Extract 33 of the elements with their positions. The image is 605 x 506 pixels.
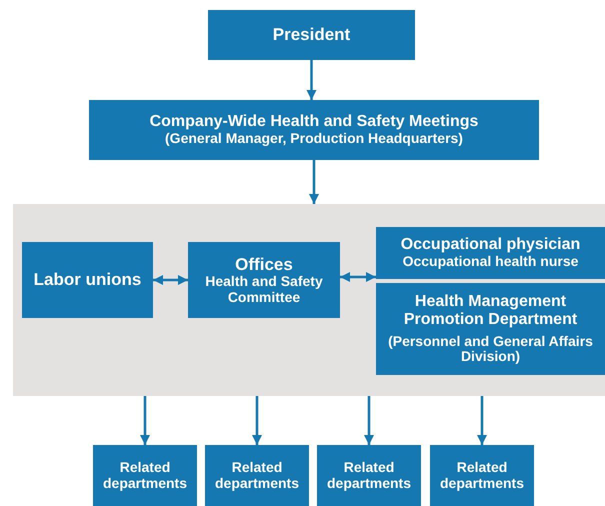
org-box xyxy=(205,445,309,506)
arrow xyxy=(153,275,188,285)
org-box xyxy=(89,100,539,160)
arrow xyxy=(364,396,374,445)
org-box xyxy=(430,445,534,506)
arrow xyxy=(309,160,319,204)
box-title: Health Management Promotion Department xyxy=(402,292,578,329)
org-box xyxy=(376,283,605,375)
box-subtitle: Health and Safety Committee xyxy=(204,274,324,306)
arrow xyxy=(252,396,262,445)
box-title: President xyxy=(272,25,350,45)
org-box xyxy=(317,445,421,506)
box-subtitle: Occupational health nurse xyxy=(402,254,578,270)
org-box xyxy=(208,10,415,60)
box-title: Related departments xyxy=(214,460,300,492)
box-title: Labor unions xyxy=(34,270,142,290)
group-panel xyxy=(13,204,605,396)
org-box xyxy=(22,242,153,318)
box-title: Related departments xyxy=(438,460,526,492)
arrow xyxy=(306,60,316,100)
box-title: Offices xyxy=(235,254,293,274)
org-box xyxy=(376,227,605,279)
arrow xyxy=(140,396,150,445)
arrow xyxy=(477,396,487,445)
box-subtitle: (Personnel and General Affairs Division) xyxy=(387,334,594,366)
box-title: Related departments xyxy=(326,460,412,492)
org-box xyxy=(188,242,340,318)
box-title: Company-Wide Health and Safety Meetings xyxy=(150,113,478,132)
arrow xyxy=(340,272,376,282)
org-box xyxy=(93,445,197,506)
box-title: Occupational physician xyxy=(400,236,580,254)
box-subtitle: (General Manager, Production Headquarters) xyxy=(165,131,463,147)
box-title: Related departments xyxy=(102,460,188,492)
